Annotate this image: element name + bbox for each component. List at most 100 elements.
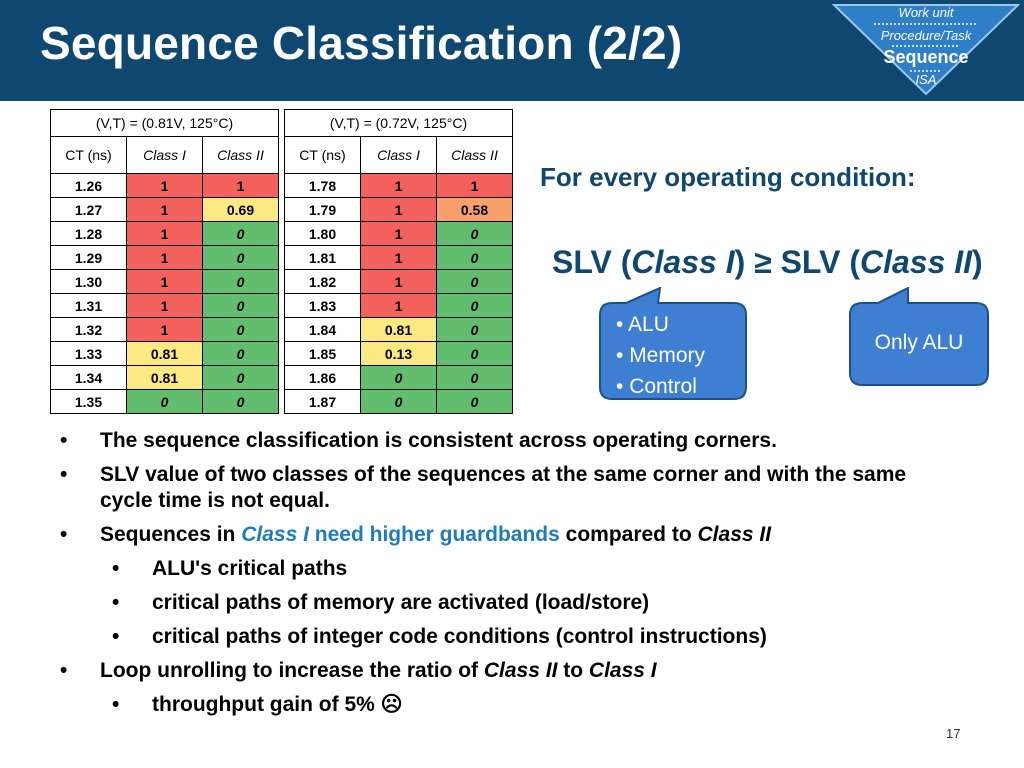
column-header: CT (ns) <box>284 136 361 174</box>
slv-cell: 0 <box>436 269 513 294</box>
callout1-list: • ALU • Memory • Control <box>616 309 705 402</box>
slv-cell: 0.81 <box>126 341 203 366</box>
slv-cell: 0 <box>360 389 437 414</box>
sub-bullet-item: throughput gain of 5% ☹ <box>60 692 960 718</box>
slv-cell: 0 <box>436 389 513 414</box>
ct-cell: 1.85 <box>284 341 361 366</box>
ct-cell: 1.79 <box>284 197 361 222</box>
slv-cell: 0 <box>202 221 279 246</box>
sub-bullet-item: ALU's critical paths <box>60 556 960 582</box>
sub-bullet-text: critical paths of memory are activated (… <box>152 591 650 614</box>
ct-cell: 1.26 <box>50 173 127 198</box>
bullet-item: Loop unrolling to increase the ratio of … <box>60 658 960 684</box>
speech-bubble-icon <box>599 287 747 400</box>
slv-cell: 0 <box>436 245 513 270</box>
slv-cell: 0 <box>202 389 279 414</box>
slv-cell: 0 <box>202 317 279 342</box>
slv-cell: 1 <box>126 245 203 270</box>
slv-cell: 0 <box>360 365 437 390</box>
column-header: Class II <box>436 136 513 174</box>
bullet-text: compared to <box>559 523 698 546</box>
slv-cell: 1 <box>126 293 203 318</box>
bullet-text: Sequences in <box>100 523 242 546</box>
callout1-item: • ALU <box>616 313 669 336</box>
ct-cell: 1.82 <box>284 269 361 294</box>
column-header: Class I <box>126 136 203 174</box>
bullet-item: Sequences in Class I need higher guardba… <box>60 522 960 548</box>
slv-cell: 1 <box>126 173 203 198</box>
slide-title: Sequence Classification (2/2) <box>40 17 683 69</box>
slv-cell: 0.69 <box>202 197 279 222</box>
ct-cell: 1.28 <box>50 221 127 246</box>
slv-cell: 0.13 <box>360 341 437 366</box>
ct-cell: 1.31 <box>50 293 127 318</box>
bullet-text: Loop unrolling to increase the ratio of <box>100 659 484 682</box>
highlight-class1: Class I <box>241 523 309 546</box>
bullet-text: to <box>557 659 589 682</box>
condition-heading: For every operating condition: <box>540 162 916 192</box>
ct-cell: 1.27 <box>50 197 127 222</box>
formula-part: SLV ( <box>552 244 632 280</box>
slv-cell: 0 <box>436 365 513 390</box>
formula-class2: Class II <box>859 244 973 280</box>
bullet-text: The sequence classification is consisten… <box>100 429 777 452</box>
sub-bullet-text: throughput gain of 5% ☹ <box>152 693 403 716</box>
slv-cell: 1 <box>126 197 203 222</box>
sub-bullet-item: critical paths of memory are activated (… <box>60 590 960 616</box>
speech-bubble-icon <box>849 287 989 386</box>
slv-cell: 1 <box>360 173 437 198</box>
hierarchy-procedure: Procedure/Task <box>880 28 972 43</box>
ct-cell: 1.35 <box>50 389 127 414</box>
ct-cell: 1.81 <box>284 245 361 270</box>
bullet-list: The sequence classification is consisten… <box>60 428 960 726</box>
slv-cell: 0 <box>202 293 279 318</box>
ct-cell: 1.32 <box>50 317 127 342</box>
header-bar: Sequence Classification (2/2) Work unit … <box>0 0 1024 101</box>
hierarchy-work-unit: Work unit <box>898 5 954 20</box>
formula-class1: Class I <box>631 244 735 280</box>
highlight-guardbands: need higher guardbands <box>308 523 560 546</box>
slv-cell: 0 <box>436 293 513 318</box>
sub-bullet-item: critical paths of integer code condition… <box>60 624 960 650</box>
callout2-text: Only ALU <box>874 331 964 354</box>
slv-cell: 1 <box>436 173 513 198</box>
slv-cell: 1 <box>360 269 437 294</box>
slv-cell: 1 <box>360 245 437 270</box>
bullet-item: The sequence classification is consisten… <box>60 428 960 454</box>
bullet-item: SLV value of two classes of the sequence… <box>60 462 960 514</box>
slv-cell: 1 <box>126 317 203 342</box>
group-header-2: (V,T) = (0.72V, 125°C) <box>284 109 513 137</box>
hierarchy-sequence: Sequence <box>883 47 969 67</box>
group-header-1: (V,T) = (0.81V, 125°C) <box>50 109 279 137</box>
bullet-text: SLV value of two classes of the sequence… <box>100 463 907 512</box>
slv-cell: 0 <box>436 341 513 366</box>
column-header: Class I <box>360 136 437 174</box>
slv-cell: 0 <box>202 365 279 390</box>
callout-class2: Only ALU <box>848 287 990 387</box>
slv-cell: 0 <box>202 341 279 366</box>
callout-class1: • ALU • Memory • Control <box>598 287 748 401</box>
slv-cell: 0.81 <box>360 317 437 342</box>
ct-cell: 1.78 <box>284 173 361 198</box>
callout1-item: • Memory <box>616 344 706 367</box>
hierarchy-triangle: Work unit Procedure/Task Sequence ISA <box>830 2 1022 96</box>
slv-cell: 0 <box>126 389 203 414</box>
ct-cell: 1.30 <box>50 269 127 294</box>
ct-cell: 1.34 <box>50 365 127 390</box>
bullet-class1: Class I <box>588 659 657 682</box>
ct-cell: 1.33 <box>50 341 127 366</box>
slv-cell: 0.58 <box>436 197 513 222</box>
column-header: CT (ns) <box>50 136 127 174</box>
hierarchy-isa: ISA <box>915 72 937 87</box>
slv-cell: 1 <box>360 221 437 246</box>
slv-cell: 1 <box>360 293 437 318</box>
